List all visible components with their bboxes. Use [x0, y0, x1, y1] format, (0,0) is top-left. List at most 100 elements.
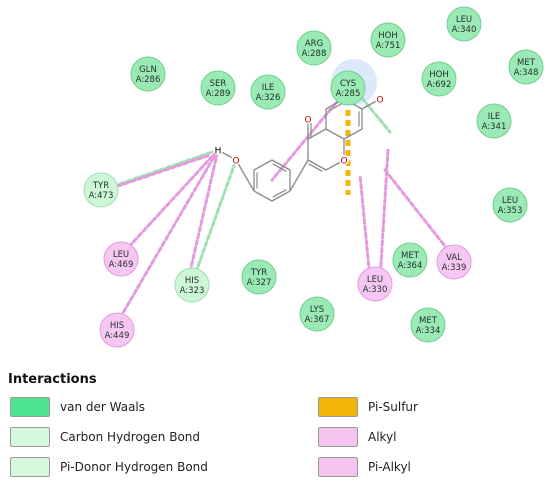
residue-disc — [446, 6, 482, 42]
residue-disc — [357, 266, 393, 302]
legend-swatch — [10, 457, 50, 477]
ligand-bond — [253, 159, 273, 171]
legend-swatch — [10, 427, 50, 447]
interaction-line-hoh — [360, 96, 392, 134]
ligand-bond — [307, 159, 327, 171]
residue-number: A:330 — [363, 285, 388, 295]
residue-number: A:289 — [206, 89, 231, 99]
residue-name: GLN — [139, 65, 157, 75]
ligand-bond-double — [272, 189, 287, 198]
residue-name: LEU — [113, 250, 129, 260]
residue-name: HIS — [110, 321, 124, 331]
ligand-bond — [343, 128, 363, 140]
residue-disc — [241, 259, 277, 295]
residue-number: A:288 — [302, 49, 327, 59]
residue-disc — [83, 172, 119, 208]
residue-number: A:323 — [180, 286, 205, 296]
residue-name: LEU — [502, 196, 518, 206]
residue-number: A:285 — [336, 89, 361, 99]
residue-number: A:364 — [398, 261, 423, 271]
legend-swatch — [318, 427, 358, 447]
atom-label-bg — [213, 145, 223, 155]
residue-number: A:348 — [514, 68, 539, 78]
interaction-line-tyr473-pi — [116, 153, 212, 188]
legend-swatch — [318, 397, 358, 417]
residue-name: ARG — [305, 39, 323, 49]
residue-name: TYR — [92, 181, 109, 191]
residue-name: LYS — [310, 305, 324, 315]
residue-number: A:353 — [498, 206, 523, 216]
ligand-bond — [325, 128, 345, 140]
residue-disc — [421, 61, 457, 97]
residue-name: SER — [210, 79, 227, 89]
atom-label-oxygen: O — [232, 157, 239, 167]
residue-number: A:367 — [305, 315, 330, 325]
legend-label: Pi-Sulfur — [368, 400, 418, 414]
residue-disc — [200, 70, 236, 106]
residue-name: ILE — [262, 83, 275, 93]
residue-number: A:692 — [427, 80, 452, 90]
residue-disc — [476, 103, 512, 139]
residue-name: VAL — [446, 253, 462, 263]
ligand-bond — [289, 159, 309, 192]
residue-number: A:327 — [247, 278, 272, 288]
atom-label-oxygen: O — [304, 116, 311, 126]
residue-number: A:751 — [376, 41, 401, 51]
atom-label-bg — [339, 155, 349, 165]
residue-name: HOH — [378, 31, 397, 41]
legend-item-van-der-waals: van der Waals — [10, 395, 145, 419]
residue-name: MET — [401, 251, 420, 261]
ligand-bond — [307, 128, 327, 140]
interaction-line-his449 — [118, 148, 220, 320]
ligand-bond — [235, 159, 255, 192]
residue-disc — [436, 244, 472, 280]
interaction-line-his323 — [194, 158, 238, 274]
ligand-bond — [271, 190, 291, 202]
residue-disc — [299, 296, 335, 332]
residue-disc — [250, 74, 286, 110]
residue-disc — [99, 312, 135, 348]
residue-number: A:340 — [452, 25, 477, 35]
residue-name: LEU — [367, 275, 383, 285]
atom-label-oxygen: O — [340, 157, 347, 167]
ligand-bond — [253, 190, 273, 202]
legend-swatch — [10, 397, 50, 417]
interaction-line-leu330-a — [358, 173, 372, 281]
legend-item-pi-sulfur: Pi-Sulfur — [318, 395, 418, 419]
legend-label: Pi-Donor Hydrogen Bond — [60, 460, 208, 474]
residue-disc — [508, 49, 544, 85]
residue-number: A:473 — [89, 191, 114, 201]
residue-number: A:326 — [256, 93, 281, 103]
residue-disc — [130, 56, 166, 92]
ligand-bond-double — [308, 163, 323, 172]
residue-disc — [410, 307, 446, 343]
interaction-line-his323-alkyl — [188, 148, 220, 274]
residue-number: A:449 — [105, 331, 130, 341]
residue-disc — [370, 22, 406, 58]
ligand-bond — [271, 159, 291, 171]
residue-name: CYS — [340, 79, 356, 89]
legend-label: Alkyl — [368, 430, 397, 444]
legend-item-pi-donor-hydrogen-bond: Pi-Donor Hydrogen Bond — [10, 455, 208, 479]
residue-name: LEU — [456, 15, 472, 25]
interaction-line-leu469 — [122, 148, 220, 254]
ligand-bond-double — [272, 163, 287, 172]
legend: Interactions van der Waals Carbon Hydrog… — [0, 365, 550, 485]
residue-name: TYR — [250, 268, 267, 278]
residue-number: A:469 — [109, 260, 134, 270]
